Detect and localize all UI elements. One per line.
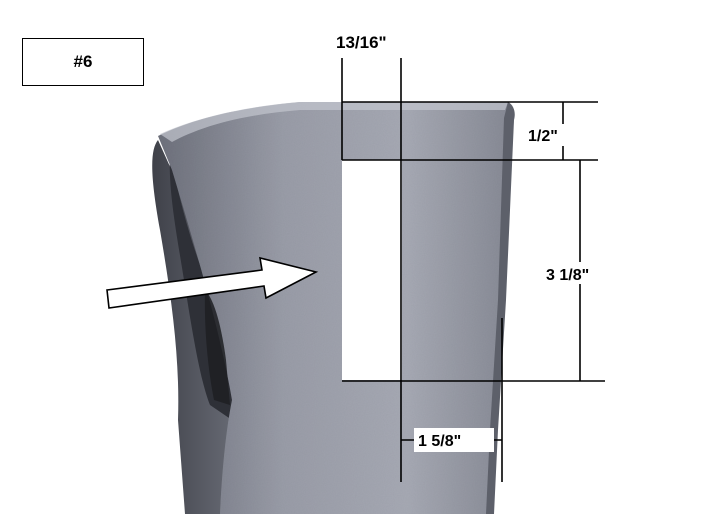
part-slot: [204, 290, 230, 405]
part-body: [158, 102, 515, 514]
cutout-rectangle: [342, 160, 402, 380]
label-bg-cutout-height: [540, 262, 602, 284]
dim-label-bottom-offset: 1 5/8": [418, 433, 461, 450]
label-bg-top-height: [526, 124, 570, 146]
pointer-arrow-icon: [106, 256, 319, 309]
dim-label-top-height: 1/2": [528, 128, 558, 145]
part-right-rim: [486, 102, 515, 514]
dim-label-cutout-height: 3 1/8": [546, 267, 589, 284]
label-bg-bottom-offset: [414, 428, 494, 452]
figure-label: #6: [22, 38, 144, 86]
dim-label-top-width: 13/16": [336, 33, 387, 52]
part-top-bevel: [160, 102, 508, 142]
